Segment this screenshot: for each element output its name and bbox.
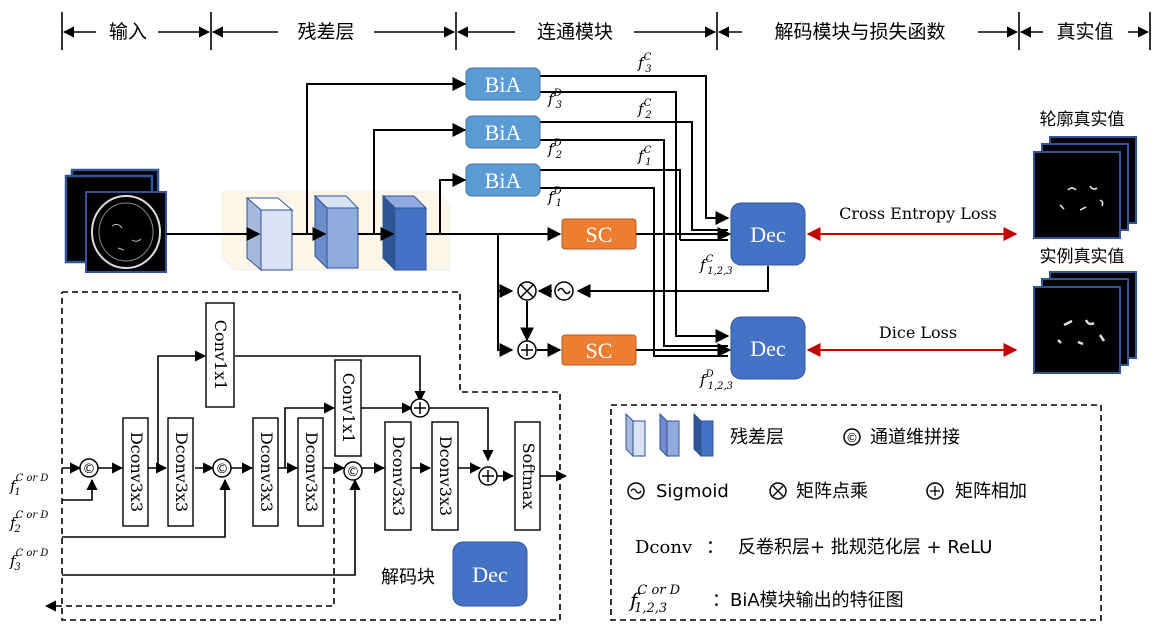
loss-arrows xyxy=(806,227,1018,357)
legend-residual-icon xyxy=(625,412,714,458)
conv1x1-label: Conv1x1 xyxy=(339,373,358,444)
dec-block-contour: Dec xyxy=(730,202,806,266)
softmax-layer xyxy=(514,421,541,531)
dconv-layer xyxy=(431,421,459,531)
legend-sigmoid: Sigmoid xyxy=(656,481,729,502)
input-image-stack xyxy=(64,168,167,273)
dec-block-instance: Dec xyxy=(730,316,806,380)
dconv-label: Dconv3x3 xyxy=(172,432,191,512)
decoder-block-label: 解码块 xyxy=(381,567,435,588)
residual-layer-2 xyxy=(313,194,360,270)
operators xyxy=(517,281,574,360)
legend-add: 矩阵相加 xyxy=(955,481,1027,502)
instance-gt-image xyxy=(1033,271,1137,374)
sc-block-2: SC xyxy=(561,334,637,366)
conv1x1-layer xyxy=(205,302,235,408)
decoder-dec-badge: Dec xyxy=(452,541,528,607)
bia-block-3: BiA xyxy=(465,67,541,101)
header-ground-truth: 真实值 xyxy=(1056,21,1113,43)
concat-icon: © xyxy=(216,462,229,477)
conv1x1-layer xyxy=(334,359,362,457)
sc-label: SC xyxy=(586,222,613,247)
concat-icon: © xyxy=(83,462,96,477)
legend-multiply: 矩阵点乘 xyxy=(796,481,868,502)
dice-loss-label: Dice Loss xyxy=(879,323,957,342)
concat-icon: © xyxy=(846,431,858,445)
contour-gt-label: 轮廓真实值 xyxy=(1040,110,1125,130)
concat-icon: © xyxy=(347,465,360,480)
legend-box xyxy=(610,404,1102,621)
dconv-label: Dconv3x3 xyxy=(436,436,455,516)
legend-dconv-sep: ： xyxy=(706,537,724,558)
bia-label: BiA xyxy=(485,120,522,145)
dconv-label: Dconv3x3 xyxy=(257,432,276,512)
section-header xyxy=(61,12,1151,50)
dec-label: Dec xyxy=(750,336,786,361)
bia-block-1: BiA xyxy=(465,163,541,197)
softmax-label: Softmax xyxy=(519,443,538,510)
main-path xyxy=(166,75,769,357)
sc-block-1: SC xyxy=(561,218,637,250)
dconv-layer xyxy=(252,417,279,527)
dconv-layer xyxy=(122,417,149,527)
decoder-flow xyxy=(44,350,568,612)
cross-entropy-loss-label: Cross Entropy Loss xyxy=(839,204,997,223)
decoder-layers xyxy=(122,302,541,531)
bia-label: BiA xyxy=(485,72,522,97)
bia-label: BiA xyxy=(485,168,522,193)
legend-concat-icon xyxy=(843,428,861,446)
header-residual: 残差层 xyxy=(297,21,354,43)
legend-dconv-key: Dconv xyxy=(635,537,693,558)
bia-block-2: BiA xyxy=(465,115,541,149)
legend-concat: 通道维拼接 xyxy=(870,427,960,448)
header-input: 输入 xyxy=(109,21,147,43)
header-connect: 连通模块 xyxy=(537,21,613,43)
legend-residual: 残差层 xyxy=(730,427,784,448)
legend-feat-desc: ：BiA模块输出的特征图 xyxy=(712,590,904,611)
decoder-layer-labels: Dconv3x3 Dconv3x3 Conv1x1 Dconv3x3 Dconv… xyxy=(127,320,538,516)
dconv-label: Dconv3x3 xyxy=(389,436,408,516)
dec-label: Dec xyxy=(750,222,786,247)
dconv-label: Dconv3x3 xyxy=(302,432,321,512)
legend-dconv-desc: 反卷积层+ 批规范化层 + ReLU xyxy=(738,537,992,558)
header-decoder-loss: 解码模块与损失函数 xyxy=(774,21,945,43)
dconv-layer xyxy=(384,421,412,531)
dconv-label: Dconv3x3 xyxy=(127,432,146,512)
dconv-layer xyxy=(167,417,194,527)
instance-gt-label: 实例真实值 xyxy=(1040,247,1125,267)
decoder-dashed-box xyxy=(61,291,561,621)
conv1x1-label: Conv1x1 xyxy=(211,320,230,391)
residual-layer-1 xyxy=(245,196,294,272)
dec-label: Dec xyxy=(472,562,508,587)
concat-icons: © © © xyxy=(79,398,498,486)
dconv-layer xyxy=(297,417,324,527)
contour-gt-image xyxy=(1033,136,1137,239)
sc-label: SC xyxy=(586,338,613,363)
